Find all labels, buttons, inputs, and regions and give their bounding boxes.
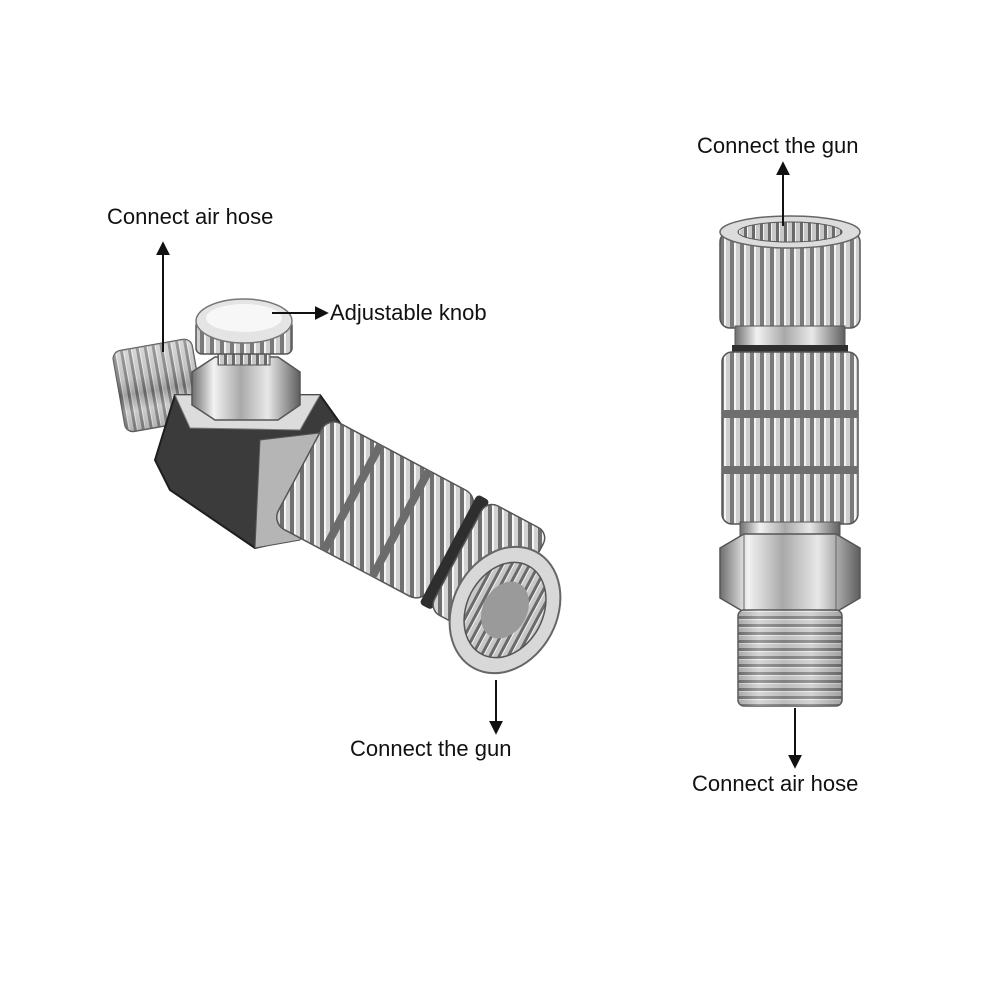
adjustable-knob-label: Adjustable knob <box>330 300 487 325</box>
connect-gun-label-left: Connect the gun <box>350 736 512 761</box>
angled-valve-connector-icon <box>112 298 562 675</box>
connect-air-hose-label-right: Connect air hose <box>692 771 859 796</box>
connect-air-hose-label-left: Connect air hose <box>107 204 274 229</box>
annotation-arrows <box>156 161 802 769</box>
straight-quick-release-connector-icon <box>719 215 861 707</box>
connect-gun-label-right: Connect the gun <box>697 133 859 158</box>
